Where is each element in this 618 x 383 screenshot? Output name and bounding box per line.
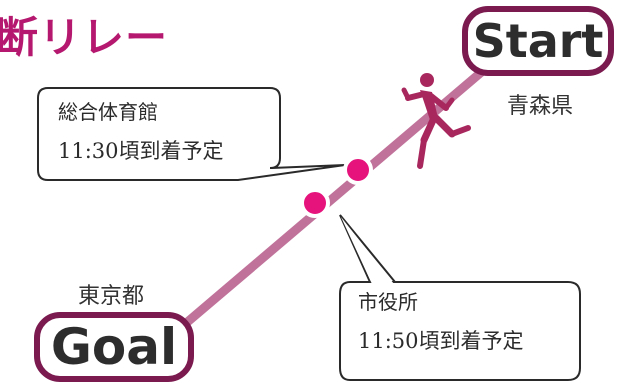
checkpoint-eta: 11:50頃到着予定 [358,329,524,353]
goal-badge: Goal [34,312,194,382]
checkpoint-label-1: 総合体育館 11:30頃到着予定 [58,98,224,166]
checkpoint-label-2: 市役所 11:50頃到着予定 [358,288,524,356]
checkpoint-callout-1 [37,87,346,181]
checkpoint-eta: 11:30頃到着予定 [58,139,224,163]
checkpoint-dot-1[interactable] [343,155,373,185]
checkpoint-name: 市役所 [358,290,418,314]
runner-icon [401,73,471,169]
goal-prefecture: 東京都 [78,284,145,309]
start-badge: Start [462,6,614,76]
checkpoint-name: 総合体育館 [58,100,158,124]
checkpoint-dot-2[interactable] [300,188,330,218]
start-prefecture: 青森県 [507,94,574,119]
page-title: 断リレー [0,13,169,62]
